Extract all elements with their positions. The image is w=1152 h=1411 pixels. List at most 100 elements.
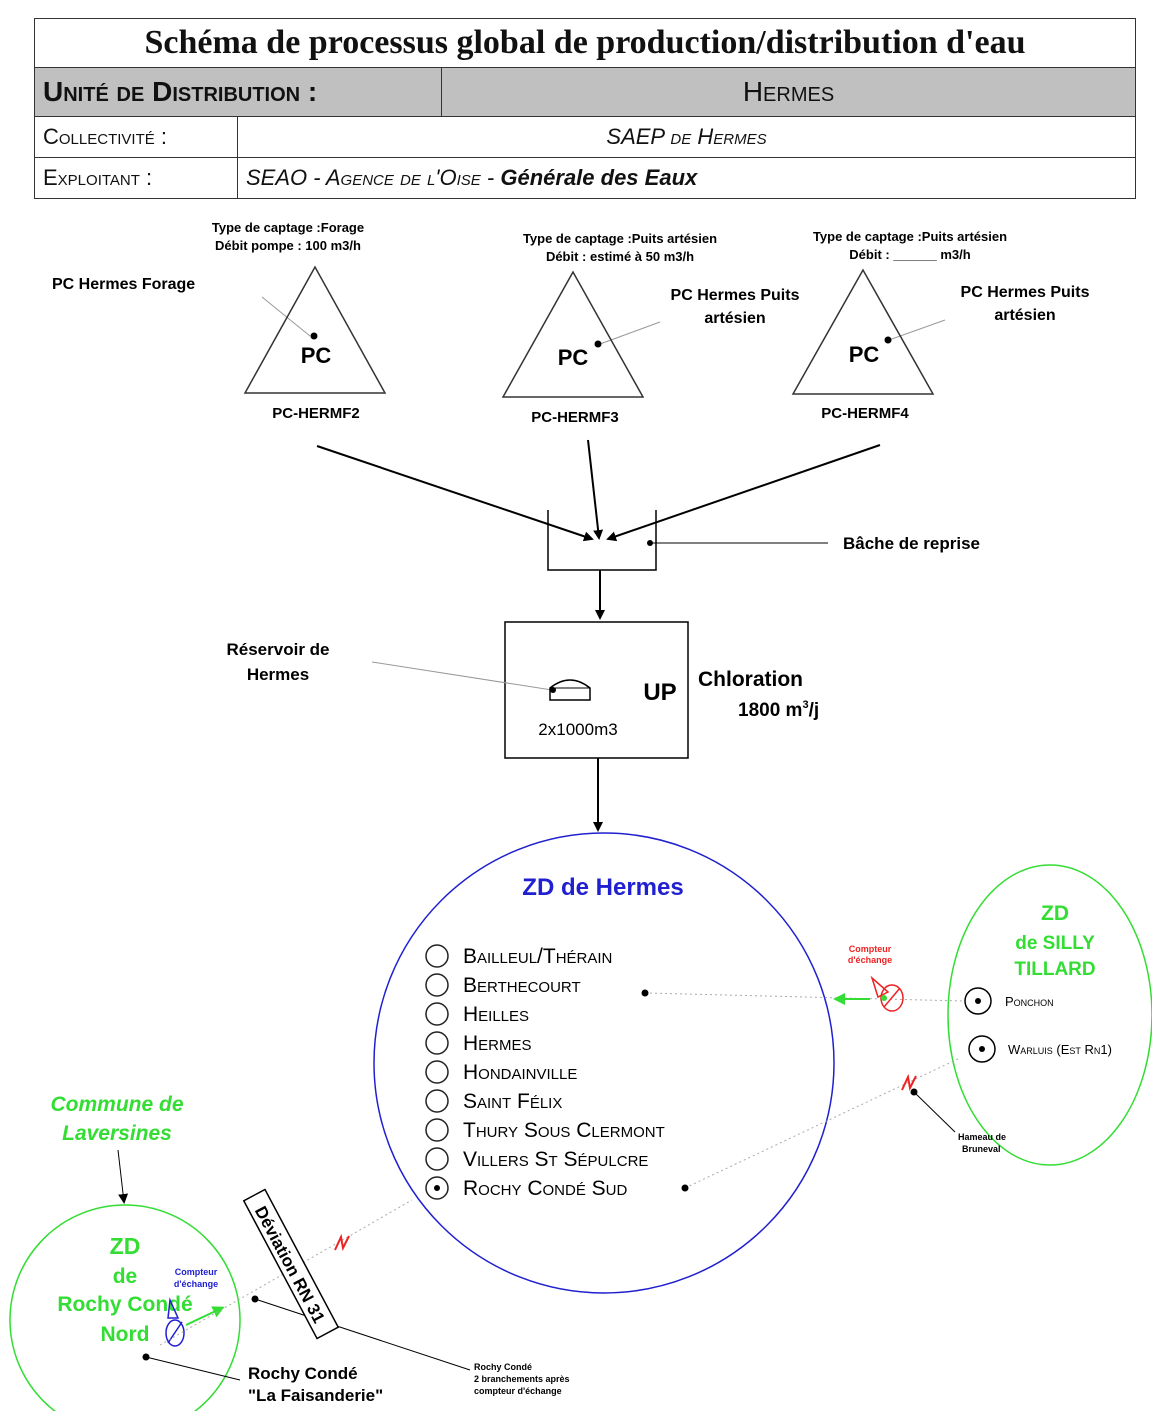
zd-rochy-1: ZD bbox=[110, 1233, 141, 1259]
captage3-name-1: PC Hermes Puits bbox=[961, 284, 1090, 301]
captage3-triangle bbox=[791, 268, 935, 395]
treatment-label: Chloration bbox=[698, 668, 803, 691]
zd-rochy-3: Rochy Condé bbox=[57, 1293, 192, 1316]
zd-hermes-title: ZD de Hermes bbox=[522, 874, 683, 901]
laversines: Commune de Laversines bbox=[50, 1093, 184, 1204]
zd-silly-3: TILLARD bbox=[1014, 959, 1095, 980]
zd-hermes: ZD de Hermes Bailleul/ThérainBerthecourt… bbox=[373, 832, 835, 1294]
captage3-debit: Débit : ______ m3/h bbox=[849, 247, 970, 262]
zd-silly-circle bbox=[947, 864, 1152, 1166]
arrow-f4-bache bbox=[606, 444, 881, 542]
volume-label: 1800 m3/j bbox=[738, 699, 819, 721]
rochy-valve-icon bbox=[334, 1233, 350, 1252]
commune-marker bbox=[425, 1147, 449, 1171]
collectivite-value: SAEP de Hermes bbox=[237, 116, 1136, 158]
laversines-2: Laversines bbox=[62, 1122, 172, 1145]
reservoir-label-1: Réservoir de bbox=[227, 640, 330, 659]
commune-label: Berthecourt bbox=[463, 974, 581, 997]
commune-marker bbox=[425, 1176, 449, 1200]
commune-marker bbox=[425, 1089, 449, 1113]
exploitant-sep: - bbox=[480, 165, 501, 190]
rochy-note-2: 2 branchements après bbox=[474, 1374, 570, 1384]
commune-label: Saint Félix bbox=[463, 1090, 562, 1113]
commune-marker-dot bbox=[434, 1185, 440, 1191]
exploitant-value: SEAO - Agence de l'Oise - Générale des E… bbox=[237, 157, 1136, 199]
captage2-type: Type de captage :Puits artésien bbox=[523, 231, 717, 246]
captage-hermf2: Type de captage :Forage Débit pompe : 10… bbox=[52, 220, 387, 422]
commune-label: Villers St Sépulcre bbox=[463, 1148, 648, 1171]
captage2-debit: Débit : estimé à 50 m3/h bbox=[546, 249, 694, 264]
zd-rochy-4: Nord bbox=[101, 1323, 150, 1346]
captage3-type: Type de captage :Puits artésien bbox=[813, 229, 1007, 244]
reservoir-up: Réservoir de Hermes 2x1000m3 UP Chlorati… bbox=[227, 621, 819, 759]
zd-silly-1: ZD bbox=[1041, 902, 1069, 925]
captage1-debit: Débit pompe : 100 m3/h bbox=[215, 238, 361, 253]
captage-hermf4: Type de captage :Puits artésien Débit : … bbox=[791, 229, 1090, 422]
exploitant-seao: SEAO - bbox=[246, 165, 326, 190]
silly-meter-icon bbox=[870, 975, 904, 1012]
unite-value: Hermes bbox=[441, 67, 1136, 117]
zd-hermes-circle bbox=[373, 832, 835, 1294]
arrow-f3-bache bbox=[587, 439, 604, 540]
zd-rochy-2: de bbox=[113, 1265, 138, 1288]
commune-marker bbox=[425, 1118, 449, 1142]
captage2-code: PC-HERMF3 bbox=[531, 409, 619, 426]
captage3-code: PC-HERMF4 bbox=[821, 405, 909, 422]
commune-marker bbox=[425, 944, 449, 968]
commune-label: Rochy Condé Sud bbox=[463, 1177, 628, 1200]
rochy-note-1: Rochy Condé bbox=[474, 1362, 532, 1372]
captage1-triangle bbox=[243, 265, 387, 394]
rochy-exchange-arrow bbox=[185, 1306, 225, 1326]
rochy-note: Rochy Condé 2 branchements après compteu… bbox=[474, 1362, 570, 1396]
captage2-name-1: PC Hermes Puits bbox=[671, 287, 800, 304]
zd-rochy-circle bbox=[9, 1204, 241, 1411]
commune-list: Bailleul/ThérainBerthecourtHeillesHermes… bbox=[425, 944, 665, 1200]
commune-label: Hondainville bbox=[463, 1061, 577, 1084]
reservoir-label-2: Hermes bbox=[247, 665, 309, 684]
captage2-triangle bbox=[501, 270, 645, 398]
exploitant-label: Exploitant : bbox=[34, 157, 238, 199]
zd-silly-2: de SILLY bbox=[1015, 933, 1095, 954]
zd-silly: ZD de SILLY TILLARD Ponchon Warluis (Est… bbox=[641, 864, 1152, 1192]
exploitant-agence: Agence de l'Oise bbox=[325, 165, 481, 190]
captage1-symbol: PC bbox=[301, 343, 332, 368]
up-label: UP bbox=[643, 679, 676, 706]
hameau-1: Hameau de bbox=[958, 1132, 1006, 1142]
captage-hermf3: Type de captage :Puits artésien Débit : … bbox=[501, 231, 800, 426]
captage1-type: Type de captage :Forage bbox=[212, 220, 364, 235]
silly-commune-2: Warluis (Est Rn1) bbox=[1008, 1042, 1112, 1057]
commune-marker bbox=[425, 1060, 449, 1084]
silly-compteur-1: Compteur bbox=[849, 944, 892, 954]
rochy-compteur-2: d'échange bbox=[174, 1279, 218, 1289]
reservoir-capacity: 2x1000m3 bbox=[538, 720, 617, 739]
captage1-code: PC-HERMF2 bbox=[272, 405, 360, 422]
hameau-2: Bruneval bbox=[962, 1144, 1001, 1154]
deviation-rn31: Déviation RN 31 bbox=[242, 1188, 340, 1340]
arrow-f2-bache bbox=[316, 445, 594, 542]
commune-label: Thury Sous Clermont bbox=[463, 1119, 665, 1142]
exploitant-generale: Générale des Eaux bbox=[500, 165, 698, 190]
rochy-note-3: compteur d'échange bbox=[474, 1386, 562, 1396]
captage3-symbol: PC bbox=[849, 342, 880, 367]
rochy-compteur-1: Compteur bbox=[175, 1267, 218, 1277]
bache-label: Bâche de reprise bbox=[843, 534, 980, 553]
commune-marker bbox=[425, 973, 449, 997]
captage2-symbol: PC bbox=[558, 345, 589, 370]
captage1-name: PC Hermes Forage bbox=[52, 276, 195, 293]
faisanderie-2: "La Faisanderie" bbox=[248, 1386, 383, 1405]
header-info-table: Collectivité : SAEP de Hermes Exploitant… bbox=[34, 116, 1136, 199]
commune-label: Heilles bbox=[463, 1003, 529, 1026]
commune-marker bbox=[425, 1031, 449, 1055]
laversines-1: Commune de bbox=[50, 1093, 183, 1116]
silly-valve-icon bbox=[901, 1073, 917, 1092]
silly-commune-1: Ponchon bbox=[1005, 994, 1054, 1009]
commune-label: Bailleul/Thérain bbox=[463, 945, 612, 968]
page-title: Schéma de processus global de production… bbox=[34, 18, 1136, 68]
commune-marker bbox=[425, 1002, 449, 1026]
deviation-label: Déviation RN 31 bbox=[251, 1203, 329, 1326]
silly-compteur-2: d'échange bbox=[848, 955, 892, 965]
zd-rochy-nord: ZD de Rochy Condé Nord Compteur d'échang… bbox=[9, 1199, 471, 1411]
bache-reprise: Bâche de reprise bbox=[547, 510, 980, 571]
